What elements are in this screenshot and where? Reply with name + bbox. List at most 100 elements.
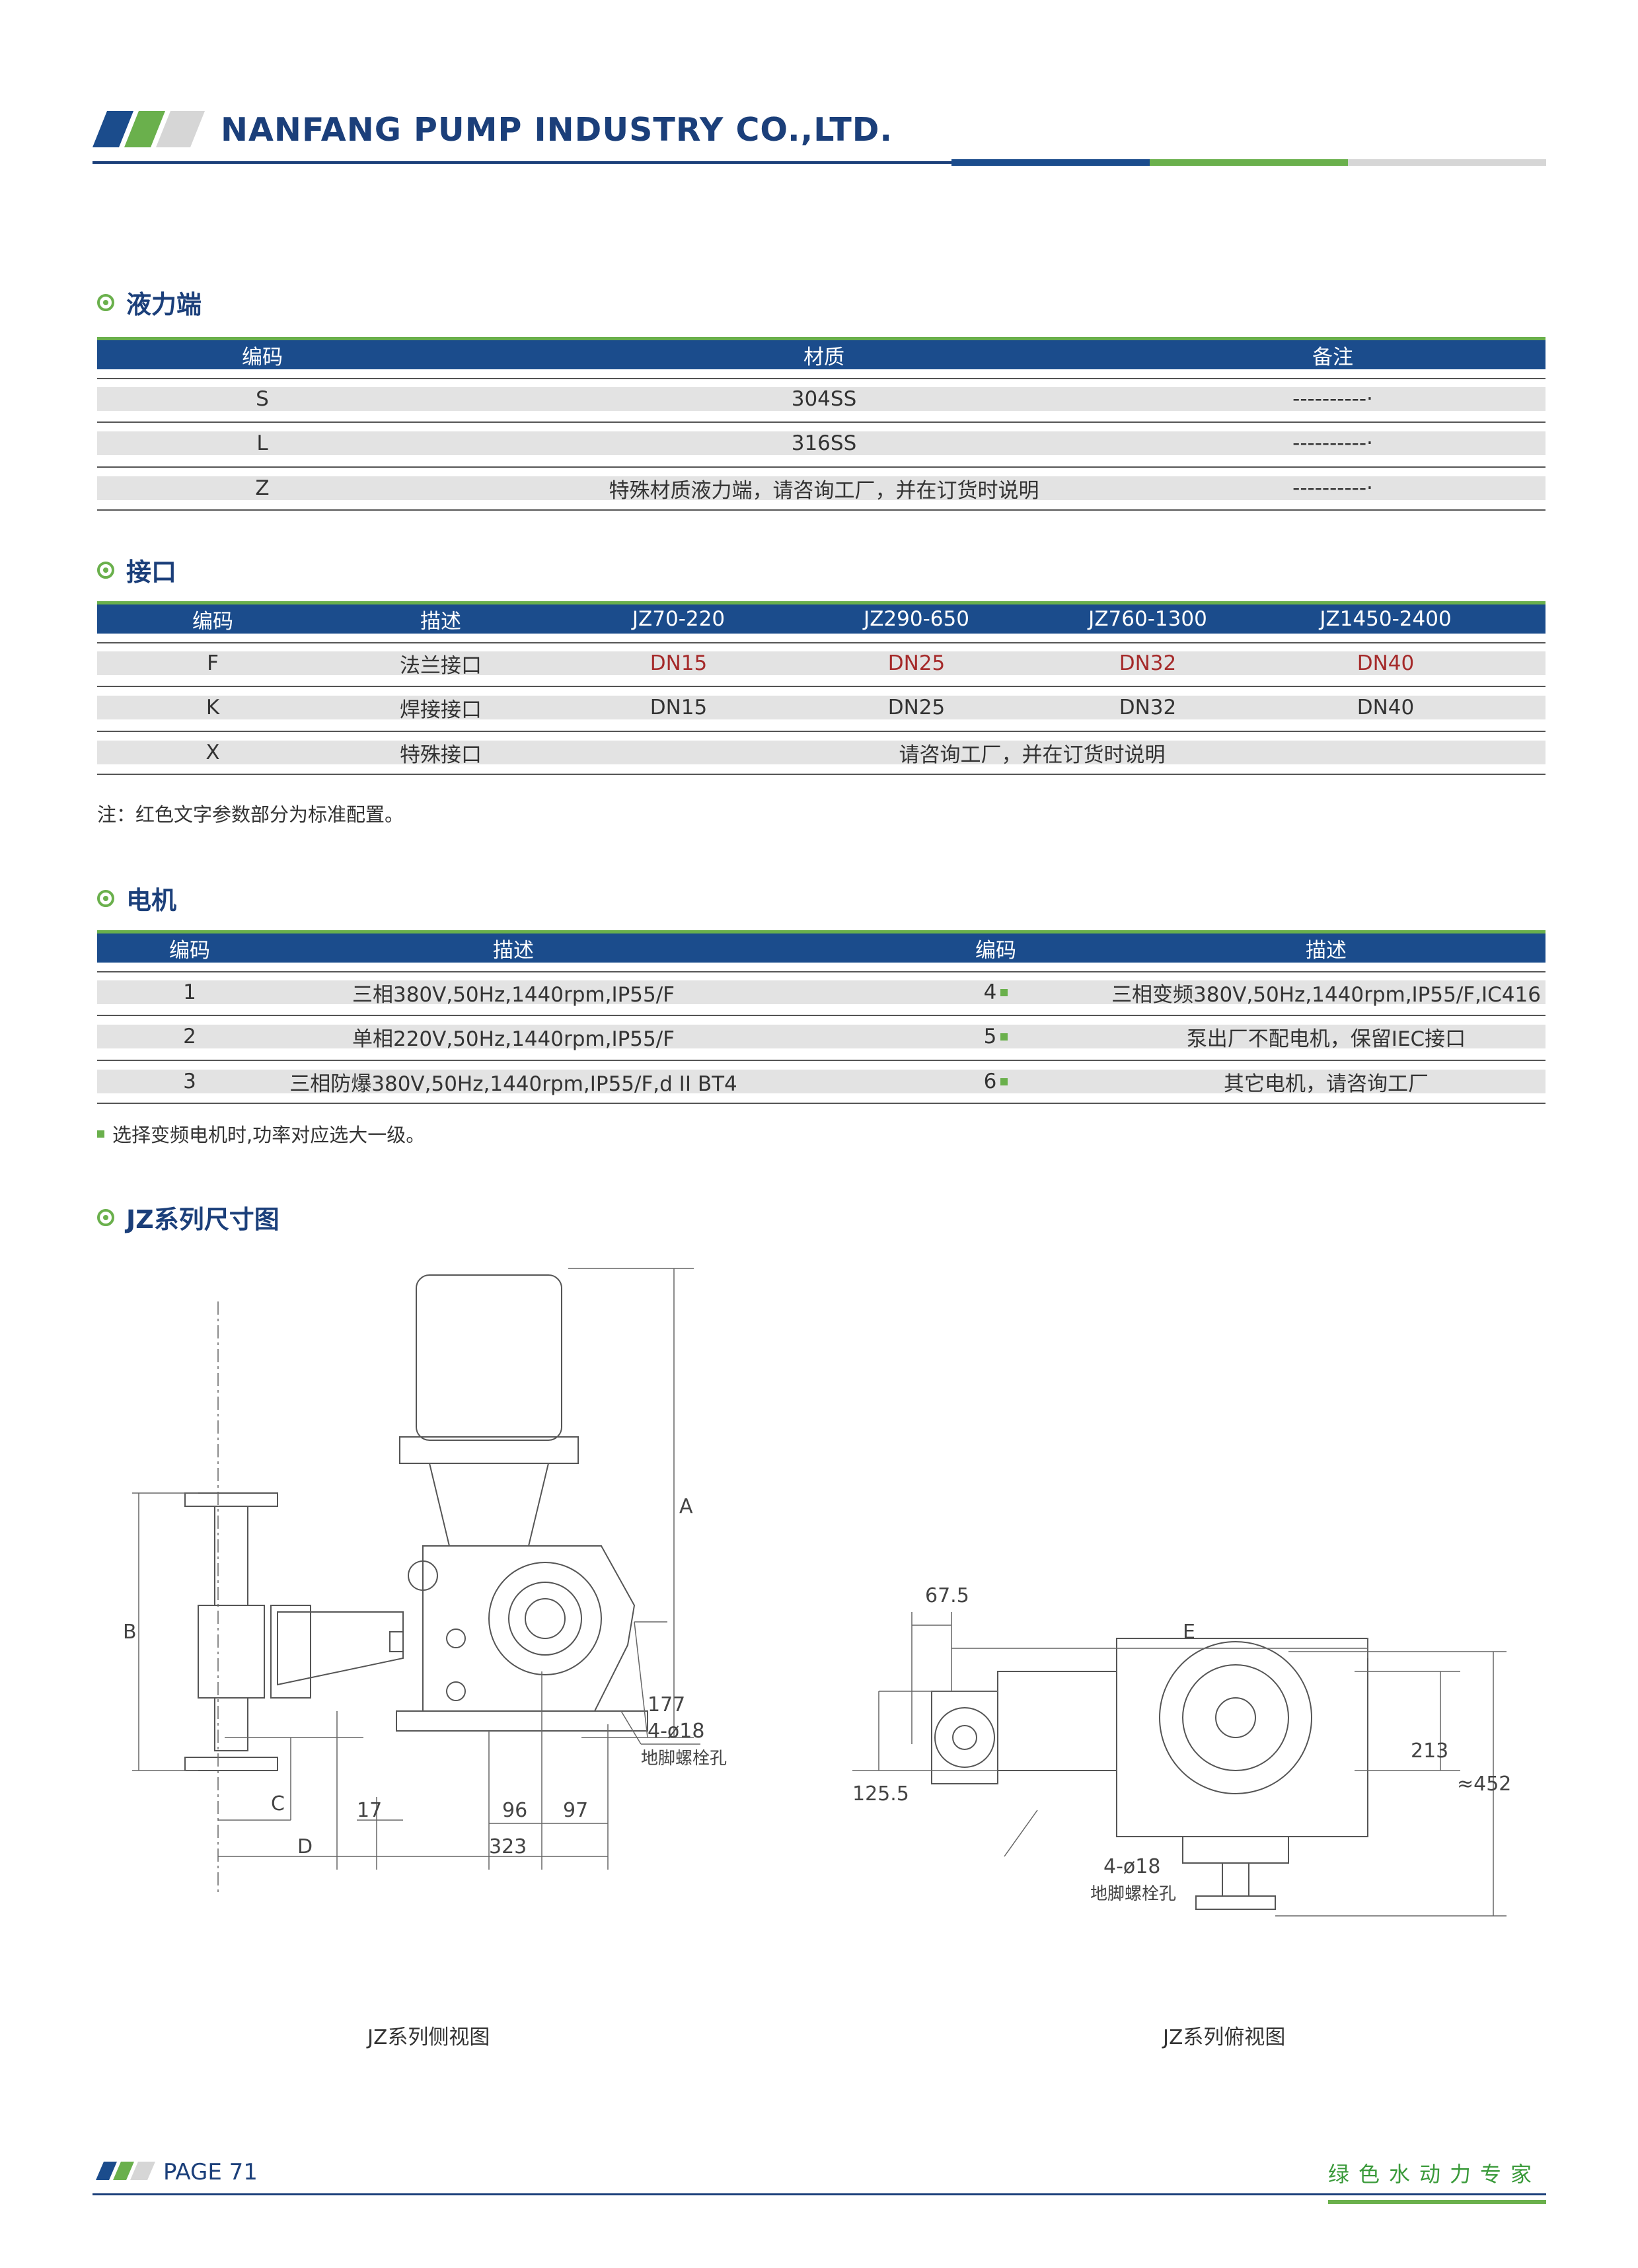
desc-cell: 三相380V,50Hz,1440rpm,IP55/F: [352, 982, 675, 1007]
dim-label-D: D: [297, 1835, 313, 1858]
material-cell: 316SS: [791, 431, 857, 455]
code-cell: 3: [183, 1070, 196, 1093]
table-header: 编码 描述 编码 描述: [97, 930, 1545, 963]
remark-cell: ----------·: [1292, 431, 1373, 455]
code-cell: 2: [183, 1025, 196, 1048]
motor-note-text: 选择变频电机时,功率对应选大一级。: [112, 1124, 426, 1146]
header-cell: JZ760-1300: [1088, 607, 1207, 631]
header-cell: 编码: [242, 345, 283, 369]
table-row: S 304SS ----------·: [97, 387, 1545, 411]
section-title-fluid-end: 液力端: [97, 284, 202, 320]
size-cell: DN32: [1119, 651, 1177, 675]
logo-stripes: [93, 111, 205, 147]
code-text: 4: [983, 980, 997, 1004]
dim-label-17: 17: [357, 1799, 382, 1822]
motor-table: 编码 描述 编码 描述 1 三相380V,50Hz,1440rpm,IP55/F…: [97, 930, 1545, 1105]
section-title-text: 电机: [126, 886, 177, 915]
motor-body: [416, 1274, 562, 1441]
dim-label-452: ≈452: [1457, 1773, 1511, 1796]
side-view-drawing: A B C D 177 17 96 97 323 4-ø18 地脚螺栓孔: [123, 1268, 727, 1896]
outlet-flange-bottom: [184, 1757, 278, 1771]
table-header: 编码 描述 JZ70-220 JZ290-650 JZ760-1300 JZ14…: [97, 601, 1545, 634]
size-cell: DN15: [650, 696, 708, 719]
divider: [97, 731, 1545, 732]
header-cell: 描述: [1306, 938, 1347, 963]
desc-cell: 法兰接口: [400, 653, 482, 678]
company-name: NANFANG PUMP INDUSTRY CO.,LTD.: [221, 111, 893, 149]
code-cell: Z: [255, 476, 270, 500]
remark-cell: ----------·: [1292, 476, 1373, 500]
material-cell: 特殊材质液力端，请咨询工厂，并在订货时说明: [609, 478, 1039, 503]
motor-fan-cover: [1159, 1641, 1312, 1794]
size-cell: DN15: [650, 651, 708, 675]
code-cell: X: [205, 741, 220, 764]
table-row: 3 三相防爆380V,50Hz,1440rpm,IP55/F,d II BT4 …: [97, 1070, 1545, 1096]
divider: [97, 971, 1545, 972]
dim-label-A: A: [679, 1495, 693, 1518]
code-cell: 1: [183, 980, 196, 1004]
code-cell: L: [256, 431, 268, 455]
drive-arm: [277, 1611, 404, 1686]
header-accent-blue: [951, 159, 1163, 166]
motor-note: 选择变频电机时,功率对应选大一级。: [97, 1120, 425, 1148]
hole-callout: 4-ø18: [648, 1720, 704, 1743]
header-cell: 描述: [493, 938, 534, 963]
code-cell: 6: [903, 1070, 1088, 1093]
section-title-dimensions: JZ系列尺寸图: [97, 1199, 279, 1235]
desc-cell: 焊接接口: [400, 698, 482, 722]
hole-callout: 4-ø18: [1103, 1855, 1160, 1878]
gearbox-top: [1116, 1638, 1368, 1837]
table-row: X 特殊接口 请咨询工厂，并在订货时说明: [97, 741, 1545, 767]
page-number: PAGE 71: [163, 2159, 258, 2185]
header-cell: 备注: [1312, 345, 1353, 369]
dim-label-97: 97: [563, 1799, 588, 1822]
motor-support: [429, 1463, 549, 1547]
green-marker-icon: [1000, 988, 1008, 996]
top-view-caption: JZ系列俯视图: [1163, 2026, 1286, 2049]
bullet-icon: [97, 293, 114, 311]
size-cell: DN40: [1357, 696, 1415, 719]
liquid-end-body: [198, 1605, 265, 1699]
handwheel: [1195, 1895, 1276, 1910]
section-title-text: 液力端: [126, 290, 202, 319]
desc-cell: 三相防爆380V,50Hz,1440rpm,IP55/F,d II BT4: [289, 1072, 737, 1096]
code-cell: S: [256, 387, 269, 411]
bolt-hole-label: 地脚螺栓孔: [1090, 1884, 1176, 1904]
size-cell: DN40: [1357, 651, 1415, 675]
table-row: Z 特殊材质液力端，请咨询工厂，并在订货时说明 ----------·: [97, 476, 1545, 503]
bullet-icon: [97, 561, 114, 579]
outlet-flange-top: [184, 1492, 278, 1507]
side-view-caption: JZ系列侧视图: [367, 2026, 490, 2049]
desc-cell: 单相220V,50Hz,1440rpm,IP55/F: [352, 1027, 675, 1051]
desc-cell: 泵出厂不配电机，保留IEC接口: [1186, 1027, 1466, 1051]
top-view-drawing: 67.5 E 125.5 213 ≈452 4-ø18 地脚螺栓孔: [852, 1584, 1511, 1917]
header-cell: 编码: [975, 938, 1016, 963]
dim-label-C: C: [271, 1792, 285, 1815]
remark-cell: ----------·: [1292, 387, 1373, 411]
section-title-connection: 接口: [97, 552, 176, 588]
desc-cell: 三相变频380V,50Hz,1440rpm,IP55/F,IC416: [1111, 982, 1541, 1007]
code-text: 5: [983, 1025, 997, 1048]
divider: [97, 466, 1545, 468]
table-row: L 316SS ----------·: [97, 431, 1545, 455]
table-row: 2 单相220V,50Hz,1440rpm,IP55/F 5 泵出厂不配电机，保…: [97, 1025, 1545, 1051]
dim-label-125: 125.5: [852, 1782, 909, 1806]
code-cell: 5: [903, 1025, 1088, 1048]
footer-accent-green: [1328, 2200, 1546, 2204]
desc-cell: 其它电机，请咨询工厂: [1224, 1072, 1429, 1096]
green-marker-icon: [1000, 1078, 1008, 1085]
gearbox-cover: [488, 1562, 602, 1675]
connection-note: 注：红色文字参数部分为标准配置。: [97, 803, 404, 826]
bullet-icon: [97, 1208, 114, 1226]
code-text: 6: [983, 1070, 997, 1093]
header-rule: [93, 161, 1546, 164]
divider: [97, 1103, 1545, 1104]
header-cell: 编码: [169, 938, 210, 963]
code-cell: 4: [903, 980, 1088, 1004]
connection-table: 编码 描述 JZ70-220 JZ290-650 JZ760-1300 JZ14…: [97, 601, 1545, 776]
desc-cell: 特殊接口: [400, 743, 482, 767]
dim-label-96: 96: [502, 1799, 527, 1822]
divider: [97, 509, 1545, 511]
table-row: 1 三相380V,50Hz,1440rpm,IP55/F 4 三相变频380V,…: [97, 980, 1545, 1007]
green-marker-icon: [1000, 1033, 1008, 1041]
